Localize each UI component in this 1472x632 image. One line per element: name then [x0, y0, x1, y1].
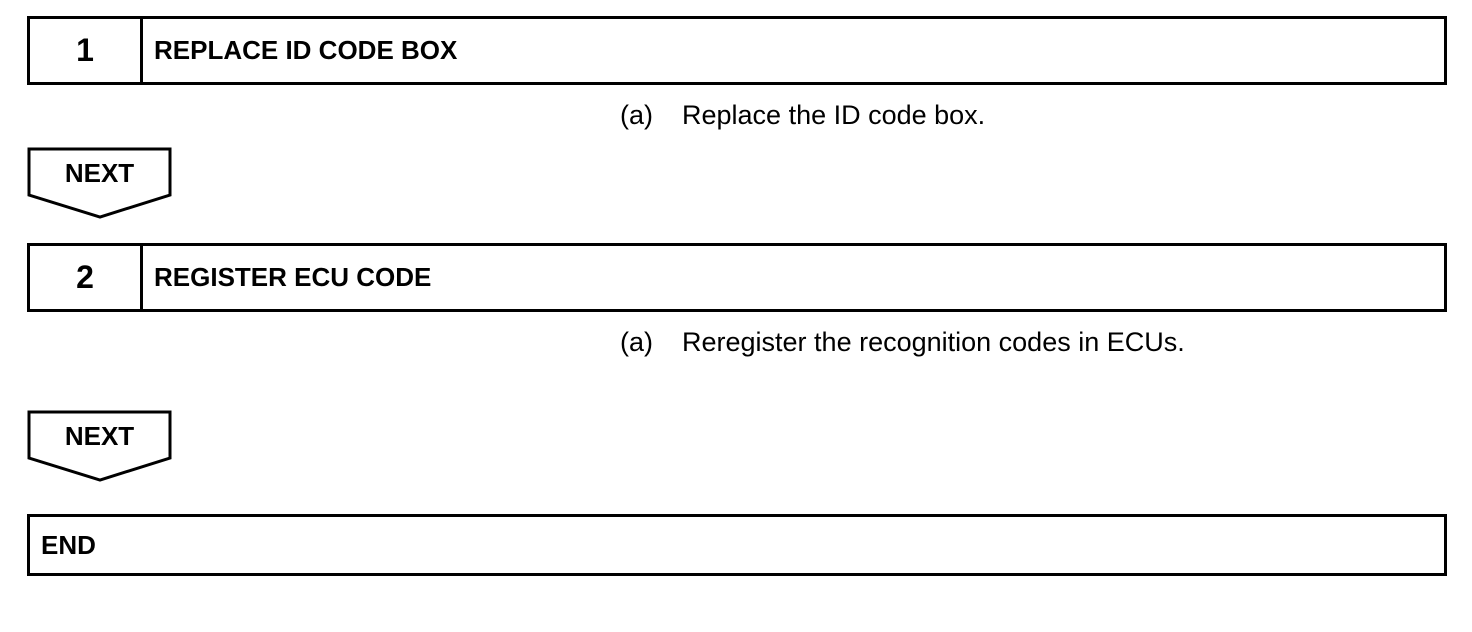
step-1-substep: (a) Replace the ID code box.	[620, 100, 985, 131]
substep-text: Reregister the recognition codes in ECUs…	[682, 327, 1185, 357]
step-title: REGISTER ECU CODE	[154, 262, 432, 292]
step-1-header: 1 REPLACE ID CODE BOX	[27, 16, 1447, 85]
step-number: 2	[30, 246, 143, 309]
substep-text: Replace the ID code box.	[682, 100, 986, 130]
next-button-2[interactable]: NEXT	[27, 410, 175, 484]
substep-label: (a)	[620, 100, 653, 130]
step-number: 1	[30, 19, 143, 82]
next-label: NEXT	[64, 421, 135, 451]
next-arrow-icon	[27, 410, 172, 482]
step-2-substep: (a) Reregister the recognition codes in …	[620, 327, 1185, 358]
substep-label: (a)	[620, 327, 653, 357]
next-label: NEXT	[64, 158, 135, 188]
step-2-header: 2 REGISTER ECU CODE	[27, 243, 1447, 312]
end-label: END	[41, 529, 96, 560]
next-arrow-icon	[27, 147, 172, 219]
step-title: REPLACE ID CODE BOX	[154, 35, 458, 65]
end-box: END	[27, 514, 1447, 576]
next-button-1[interactable]: NEXT	[27, 147, 175, 221]
